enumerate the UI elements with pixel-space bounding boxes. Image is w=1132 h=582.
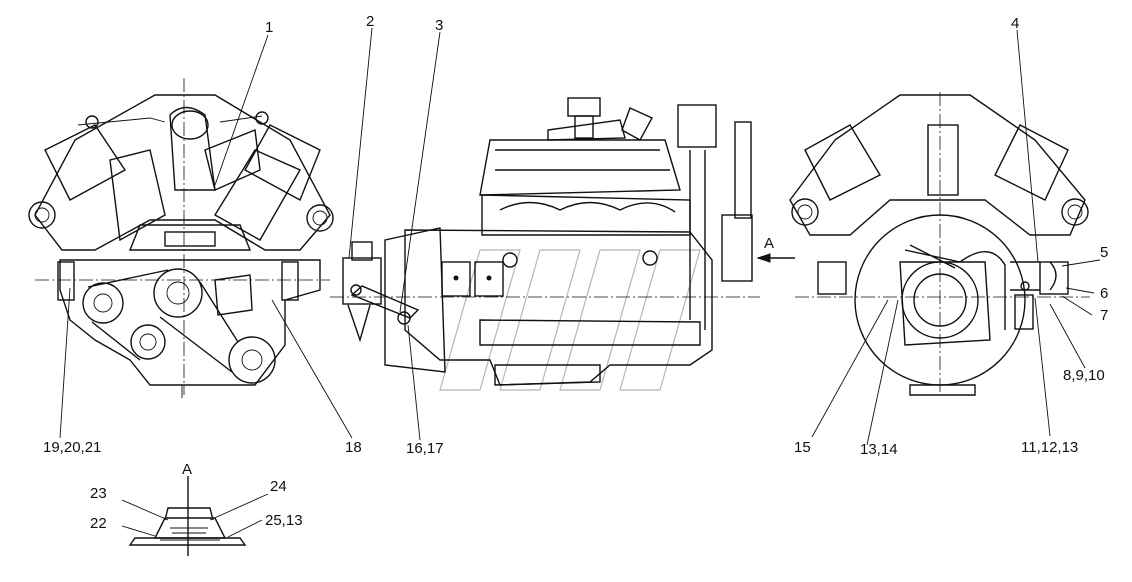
callout-6: 6 bbox=[1100, 285, 1109, 302]
callout-23: 23 bbox=[90, 485, 107, 502]
callout-19-20-21: 19,20,21 bbox=[43, 439, 102, 456]
rear-view bbox=[789, 92, 1090, 396]
callout-25-13: 25,13 bbox=[265, 512, 303, 529]
callout-18: 18 bbox=[345, 439, 362, 456]
callout-15: 15 bbox=[794, 439, 811, 456]
side-view bbox=[330, 97, 795, 386]
callout-3: 3 bbox=[435, 17, 444, 34]
callout-11-12-13: 11,12,13 bbox=[1021, 439, 1079, 456]
detail-title: A bbox=[182, 461, 193, 478]
callout-16-17: 16,17 bbox=[406, 440, 444, 457]
leader-lines bbox=[59, 27, 1101, 538]
callout-4: 4 bbox=[1011, 15, 1020, 32]
detail-a-view bbox=[128, 476, 247, 556]
callout-1: 1 bbox=[265, 19, 274, 36]
callout-24: 24 bbox=[270, 478, 287, 495]
callout-8-9-10: 8,9,10 bbox=[1063, 367, 1105, 384]
view-arrow-label: A bbox=[764, 235, 775, 252]
callout-7: 7 bbox=[1100, 307, 1109, 324]
watermark bbox=[439, 249, 701, 391]
callout-5: 5 bbox=[1100, 244, 1109, 261]
callout-2: 2 bbox=[366, 13, 375, 30]
callout-22: 22 bbox=[90, 515, 107, 532]
callout-13-14: 13,14 bbox=[860, 441, 898, 458]
front-view bbox=[28, 78, 334, 398]
